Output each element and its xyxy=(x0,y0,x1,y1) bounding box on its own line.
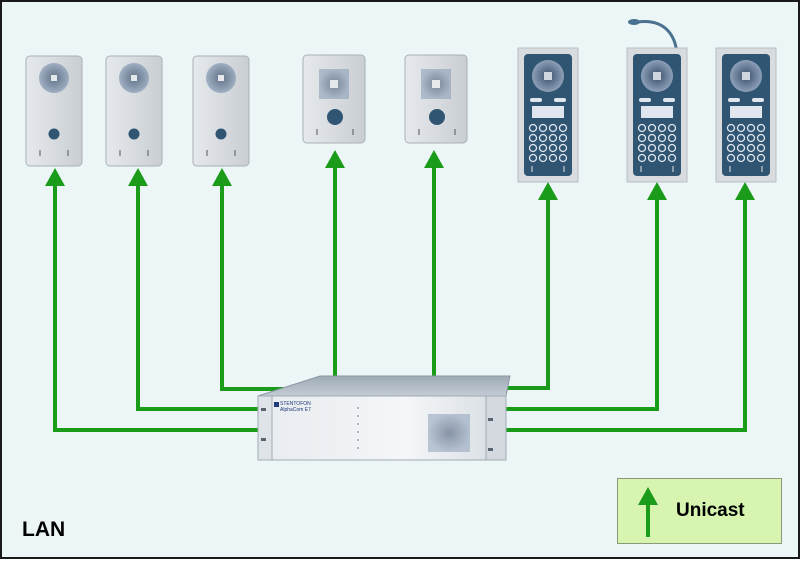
keypad-station-icon xyxy=(715,47,777,183)
link-station-1 xyxy=(53,184,262,432)
link-station-7 xyxy=(506,198,659,411)
server-unit-brand: STENTOFON AlphaCom E7 xyxy=(280,401,311,413)
network-label: LAN xyxy=(22,518,66,541)
intercom-station-icon xyxy=(25,55,83,167)
server-unit-icon xyxy=(257,375,511,461)
link-station-3 xyxy=(220,184,290,391)
keypad-station-icon xyxy=(517,47,579,183)
gooseneck-keypad-station-icon xyxy=(626,19,688,183)
link-station-2 xyxy=(136,184,262,411)
intercom-station-icon xyxy=(192,55,250,167)
link-station-8 xyxy=(506,198,747,432)
link-station-6 xyxy=(500,198,550,390)
server-unit-brand-line1: STENTOFON xyxy=(280,401,311,407)
vandal-station-icon xyxy=(404,54,468,144)
legend-label: Unicast xyxy=(676,500,745,521)
legend-box: Unicast xyxy=(617,478,782,544)
unicast-arrow-icon xyxy=(638,487,658,537)
intercom-station-icon xyxy=(105,55,163,167)
vandal-station-icon xyxy=(302,54,366,144)
server-unit-brand-line2: AlphaCom E7 xyxy=(280,407,311,413)
unicast-links xyxy=(53,166,747,432)
